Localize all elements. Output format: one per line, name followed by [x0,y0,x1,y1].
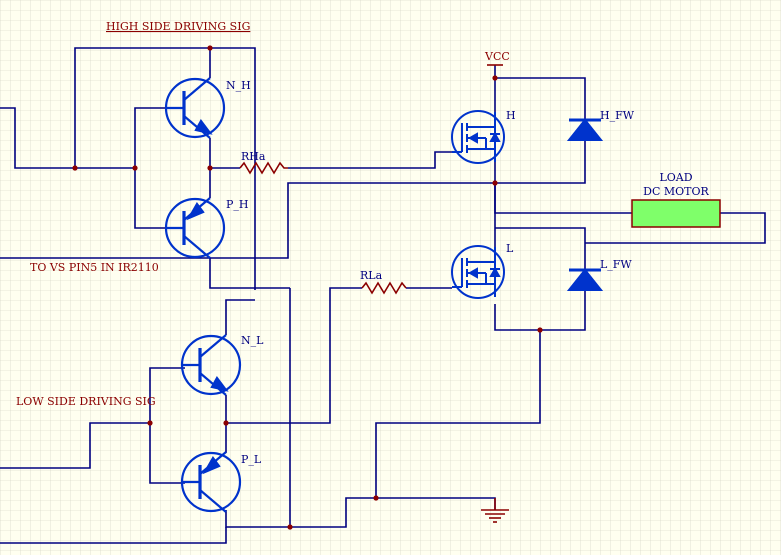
resistor-icon [361,281,407,295]
diode-h-fw-label: H_FW [600,109,635,122]
motor-icon [631,199,721,228]
diode-icon [566,118,604,141]
high-side-sig-label: HIGH SIDE DRIVING SIG [106,20,250,33]
p-l-label: P_L [241,453,262,466]
wires [0,47,766,544]
n-mosfet-icon [451,245,505,299]
n-l-label: N_L [241,334,264,347]
rha-label: RHa [241,150,266,163]
p-h-label: P_H [226,198,249,211]
dc-motor-label: DC MOTOR [643,185,709,198]
vcc-label: VCC [484,50,510,63]
load-label: LOAD [659,171,692,184]
ground-icon [481,498,509,523]
mosfet-l-label: L [506,242,514,255]
low-side-sig-label: LOW SIDE DRIVING SIG [16,395,156,408]
npn-transistor-icon [164,77,226,139]
diode-l-fw-label: L_FW [600,258,632,271]
mosfet-h-label: H [506,109,516,122]
junction-dots [72,45,543,530]
n-mosfet-icon [451,110,505,164]
rla-label: RLa [360,269,383,282]
pnp-transistor-icon [180,451,242,513]
diode-icon [566,268,604,291]
to-vs-label: TO VS PIN5 IN IR2110 [30,261,159,274]
pnp-transistor-icon [164,197,226,259]
npn-transistor-icon [180,334,242,396]
n-h-label: N_H [226,79,251,92]
resistor-icon [239,161,288,175]
